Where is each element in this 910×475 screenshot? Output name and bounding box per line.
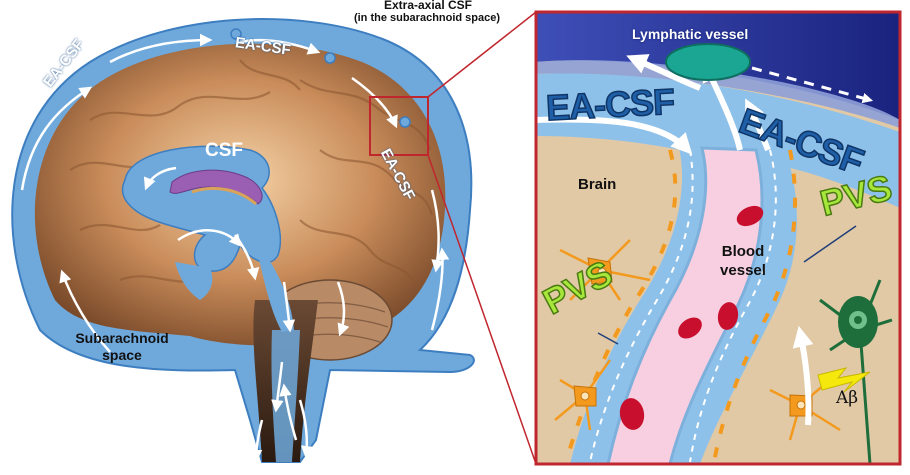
subarachnoid-label-line2: space [102, 347, 142, 363]
astrocyte [554, 239, 841, 441]
ea-csf-inset-left: EA-CSF [544, 80, 675, 129]
extra-axial-title: Extra-axial CSF [383, 0, 473, 12]
blood-vessel-label-line2: vessel [720, 262, 766, 279]
inset-flow-arrows [536, 54, 814, 426]
subarachnoid-label: Subarachnoid space [62, 330, 182, 364]
pvs-flow-lines [589, 149, 777, 463]
csf-flow-arrows [143, 166, 350, 463]
red-blood-cells [619, 205, 764, 430]
brain-illustration [11, 18, 475, 463]
zoom-indicator [369, 11, 537, 465]
blood-vessel [606, 146, 764, 464]
lightning-icon [817, 367, 871, 393]
lymphatic-vessel [665, 43, 751, 81]
lymphatic-vessel-label: Lymphatic vessel [632, 26, 749, 42]
arachnoid-granulations [230, 28, 411, 128]
inset-frame [534, 10, 902, 466]
inset-panel [536, 12, 900, 464]
ea-csf-flow-arrows [20, 33, 450, 353]
csf-label: CSF [205, 140, 243, 161]
neuron [819, 279, 893, 464]
blood-vessel-label: Blood vessel [688, 242, 798, 280]
blood-vessel-label-line1: Blood [721, 243, 765, 260]
zoom-region [369, 96, 429, 156]
amyloid-beta-label: Aβ [836, 388, 859, 408]
astrocyte-endfeet [564, 149, 798, 463]
subarachnoid-label-line1: Subarachnoid [75, 330, 169, 346]
brain-label: Brain [578, 176, 617, 193]
extra-axial-subtitle: (in the subarachnoid space) [353, 12, 501, 24]
